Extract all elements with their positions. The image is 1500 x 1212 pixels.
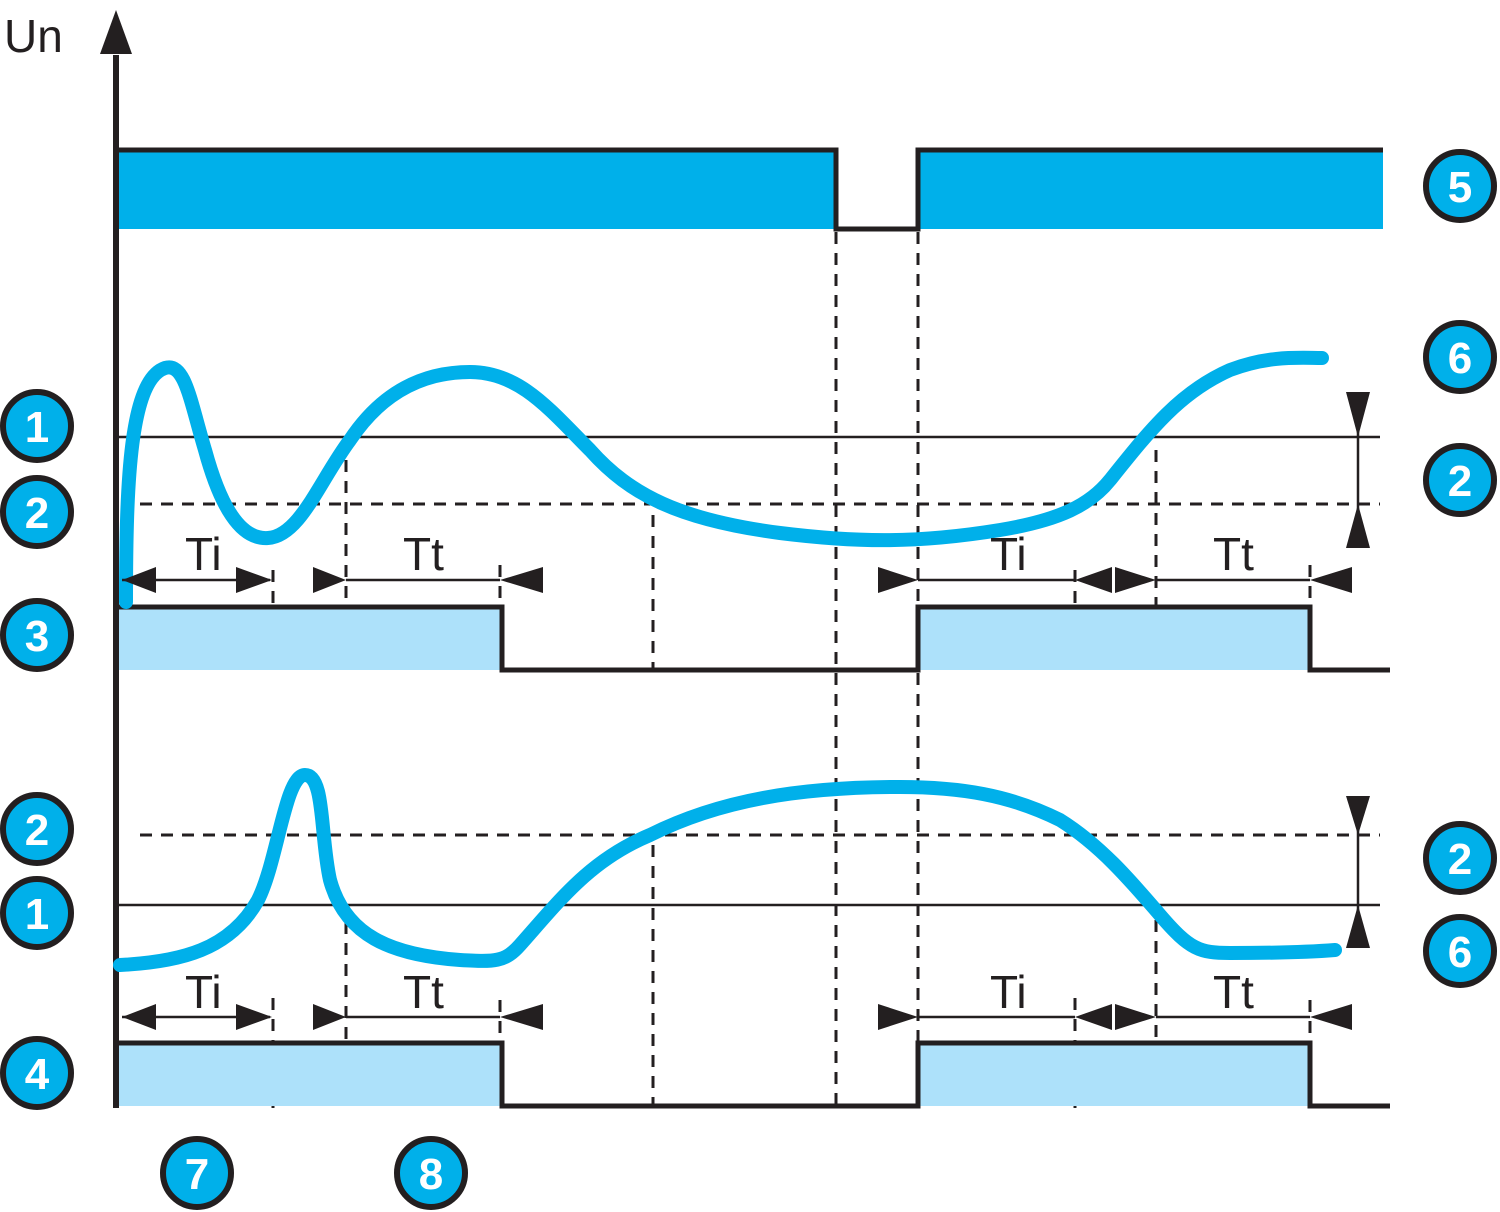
badge-1-bottom: 1 <box>0 876 74 950</box>
svg-text:8: 8 <box>419 1150 443 1199</box>
svg-text:7: 7 <box>185 1150 209 1199</box>
badge-2-right-bottom: 2 <box>1423 821 1497 895</box>
supply-row <box>119 147 1383 232</box>
relay-3-outline <box>119 604 1390 673</box>
top-tt-1-dimension: Tt <box>313 528 543 593</box>
badge-3: 3 <box>0 598 74 672</box>
svg-text:1: 1 <box>25 403 49 452</box>
top-hysteresis-dimension <box>1346 392 1370 548</box>
badge-1-top: 1 <box>0 389 74 463</box>
top-tt-2-dimension: Tt <box>1115 528 1352 593</box>
svg-text:2: 2 <box>25 806 49 855</box>
svg-text:6: 6 <box>1448 334 1472 383</box>
svg-text:3: 3 <box>25 612 49 661</box>
svg-text:2: 2 <box>25 489 49 538</box>
bottom-hysteresis-dimension <box>1346 796 1370 948</box>
badge-6-top: 6 <box>1423 320 1497 394</box>
bottom-chart: Ti Tt Ti Tt <box>113 768 1390 1109</box>
bottom-ti-1-dimension: Ti <box>122 966 272 1030</box>
top-tt-2-label: Tt <box>1213 528 1254 580</box>
badge-2-bottom: 2 <box>0 792 74 866</box>
svg-text:4: 4 <box>25 1050 50 1099</box>
supply-on-segment-2 <box>918 150 1383 229</box>
relay-3-on-1 <box>119 607 502 670</box>
bottom-ti-2-dimension: Ti <box>878 966 1112 1030</box>
bottom-tt-2-dimension: Tt <box>1115 966 1352 1030</box>
bottom-ti-2-label: Ti <box>990 966 1027 1018</box>
top-ti-1-label: Ti <box>185 528 222 580</box>
bottom-tt-2-label: Tt <box>1213 966 1254 1018</box>
badge-2-top: 2 <box>0 475 74 549</box>
top-chart: Ti Tt Ti Tt <box>119 350 1390 673</box>
bottom-tt-1-dimension: Tt <box>313 966 543 1030</box>
svg-text:5: 5 <box>1448 163 1472 212</box>
badge-2-right-top: 2 <box>1423 443 1497 517</box>
relay-4-on-1 <box>119 1043 502 1106</box>
top-ti-2-label: Ti <box>990 528 1027 580</box>
badge-4: 4 <box>0 1036 74 1110</box>
top-ti-1-dimension: Ti <box>122 528 272 593</box>
svg-text:6: 6 <box>1448 928 1472 977</box>
relay-4-on-2 <box>918 1043 1310 1106</box>
svg-text:2: 2 <box>1448 835 1472 884</box>
relay-3-on-2 <box>918 607 1310 670</box>
relay-4-outline <box>119 1040 1390 1109</box>
top-ti-2-dimension: Ti <box>878 528 1112 593</box>
badge-6-bottom: 6 <box>1423 914 1497 988</box>
badge-7: 7 <box>160 1136 234 1210</box>
axis-label: Un <box>4 10 63 62</box>
svg-text:2: 2 <box>1448 457 1472 506</box>
measured-voltage-curve-top <box>119 350 1329 609</box>
svg-text:1: 1 <box>25 890 49 939</box>
top-tt-1-label: Tt <box>403 528 444 580</box>
supply-outline <box>119 147 1383 232</box>
measured-voltage-curve-bottom <box>113 768 1342 972</box>
bottom-ti-1-label: Ti <box>185 966 222 1018</box>
badge-8: 8 <box>394 1136 468 1210</box>
supply-on-segment-1 <box>119 150 836 229</box>
bottom-tt-1-label: Tt <box>403 966 444 1018</box>
axis-arrow-icon <box>100 10 132 54</box>
y-axis: Un <box>4 10 132 1108</box>
badge-5: 5 <box>1423 149 1497 223</box>
